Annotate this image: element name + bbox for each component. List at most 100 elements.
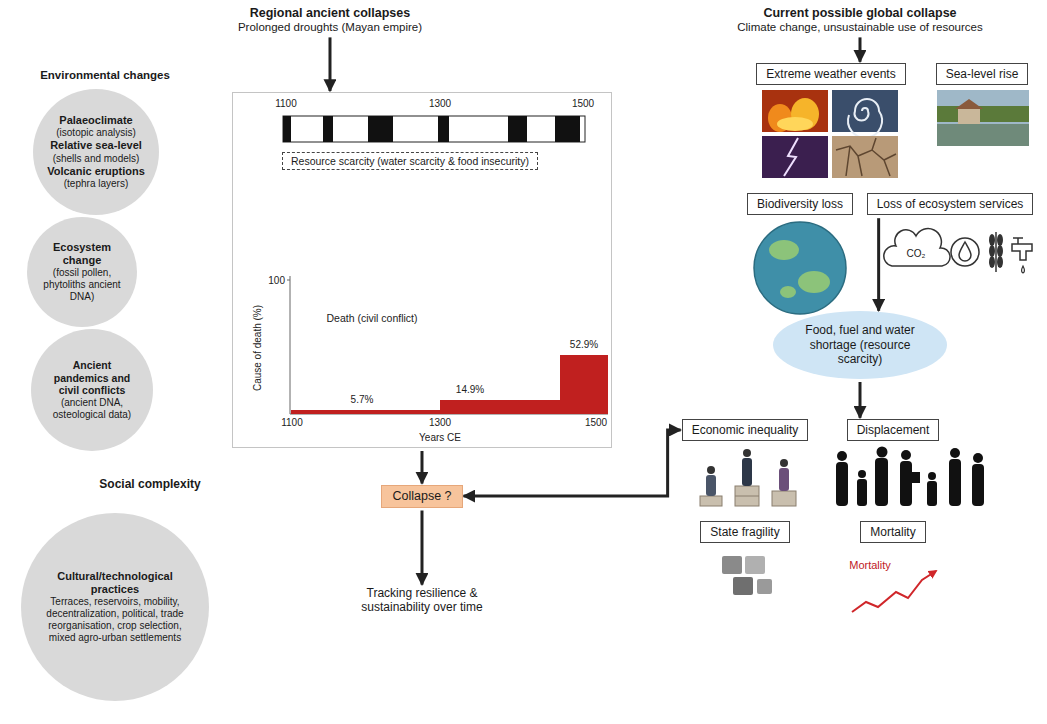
text-area: Ancient pandemics and civil conflicts(an… (45, 328, 139, 452)
node-text: (tephra layers) (64, 178, 128, 190)
chart-panel: 110013001500Cause of death (%)100Death (… (232, 92, 612, 448)
brick-joint (735, 496, 759, 497)
node-text: Ancient pandemics and civil conflicts (45, 359, 139, 397)
drought-bar (283, 116, 291, 142)
node-text: (fossil pollen, phytoliths ancient DNA) (36, 267, 128, 303)
globe-land (798, 271, 830, 293)
timeline-strip (283, 116, 585, 142)
node-text: Cultural/technological practices (44, 570, 186, 596)
wheat-stem (995, 232, 997, 272)
drought-bar (438, 116, 449, 142)
connector-arrow (464, 430, 681, 496)
brick-stack (700, 496, 722, 506)
silhouette-head (950, 448, 960, 458)
cloud-icon (884, 229, 950, 266)
brick-stack (772, 491, 796, 506)
connector-arrow (877, 218, 880, 311)
globe-land (780, 286, 796, 298)
process-box: Biodiversity loss (747, 193, 853, 215)
circle-fill (31, 329, 153, 451)
axis-tick (287, 280, 290, 281)
hurricane-picture (832, 90, 898, 132)
node-text: Sea-level rise (946, 67, 1019, 81)
node-text: Volcanic eruptions (47, 165, 145, 178)
silhouette-body (949, 459, 961, 506)
flood-picture (937, 90, 1029, 146)
chart-label: Death (civil conflict) (326, 312, 417, 325)
wheat-grain (997, 256, 1003, 268)
node-text: Biodiversity loss (757, 197, 843, 211)
node-text: Mortality (870, 525, 915, 539)
flood-house (958, 108, 980, 126)
wheat-grain (997, 234, 1003, 246)
node-text: Resource scarcity (water scarcity & food… (291, 155, 529, 168)
process-box: Extreme weather events (756, 63, 905, 85)
wheat-grain (989, 234, 995, 246)
trend-label: Mortality (849, 559, 891, 572)
lightning-bolt (784, 138, 798, 176)
evidence-circle: Palaeoclimate(isotopic analysis)Relative… (32, 88, 160, 216)
drought-bar (508, 116, 527, 142)
silhouette-body (875, 458, 888, 506)
flood-water (937, 124, 1029, 146)
connector-group (330, 37, 879, 584)
chart-label: 1500 (585, 417, 607, 429)
chart-label: 5.7% (351, 394, 374, 406)
silhouette-body (900, 461, 912, 506)
evidence-circle: Ecosystem change(fossil pollen, phytolit… (26, 216, 138, 328)
node-text: Tracking resilience & sustainability ove… (337, 586, 507, 615)
node-text: Loss of ecosystem services (877, 197, 1024, 211)
person-head (707, 466, 715, 474)
group-heading: Environmental changes (40, 69, 170, 83)
node-text: Prolonged droughts (Mayan empire) (238, 21, 422, 35)
silhouette-head (837, 451, 847, 461)
silhouette-body (972, 464, 984, 506)
puzzle-piece (757, 579, 772, 594)
flood-roof (955, 99, 983, 109)
person-body (779, 468, 789, 491)
wheat-grain (989, 245, 995, 257)
chart-label: 1300 (429, 417, 451, 429)
evidence-circle: Ancient pandemics and civil conflicts(an… (30, 328, 154, 452)
connector-arrow (420, 511, 423, 585)
scarcity-ellipse: Food, fuel and water shortage (resource … (772, 310, 948, 380)
outcome-text: Tracking resilience & sustainability ove… (337, 586, 507, 615)
connector-arrow (858, 37, 861, 61)
node-text: Terraces, reservoirs, mobility, decentra… (44, 596, 186, 644)
soil-cracks (836, 138, 896, 176)
node-text: Current possible global collapse (737, 6, 982, 21)
chart-label: 1100 (275, 98, 297, 110)
collapse-box: Collapse ? (381, 485, 462, 508)
tap-drop (1022, 266, 1025, 273)
process-box: Displacement (847, 419, 940, 441)
connector-arrow (328, 37, 331, 91)
node-text: Extreme weather events (766, 67, 895, 81)
silhouette-head (858, 470, 866, 478)
silhouette-head (877, 447, 888, 458)
person-head (780, 459, 788, 467)
text-area: Cultural/technological practicesTerraces… (44, 512, 186, 702)
wildfire-picture (762, 90, 828, 132)
node-text: Collapse ? (392, 489, 451, 504)
globe-land (769, 240, 799, 260)
node-text: Food, fuel and water shortage (resource … (796, 323, 924, 366)
person-head (743, 449, 751, 457)
chart-label: 14.9% (456, 384, 484, 396)
flood-trees (937, 106, 1029, 122)
hurricane-spiral (848, 99, 882, 138)
drought-bar (323, 116, 333, 142)
circle-fill (33, 89, 159, 215)
puzzle-piece (733, 577, 753, 595)
death-bar (440, 400, 560, 414)
flame (777, 117, 813, 131)
silhouette-head (928, 472, 936, 480)
silhouette-head (901, 450, 911, 460)
practice-circle: Cultural/technological practicesTerraces… (20, 512, 210, 702)
ellipse-fill (773, 311, 947, 379)
circle-outline (32, 88, 160, 216)
text-area: Food, fuel and water shortage (resource … (796, 310, 924, 380)
connector-arrow (420, 451, 423, 484)
group-heading: Social complexity (99, 477, 200, 491)
mortality-trend-line (852, 571, 936, 612)
